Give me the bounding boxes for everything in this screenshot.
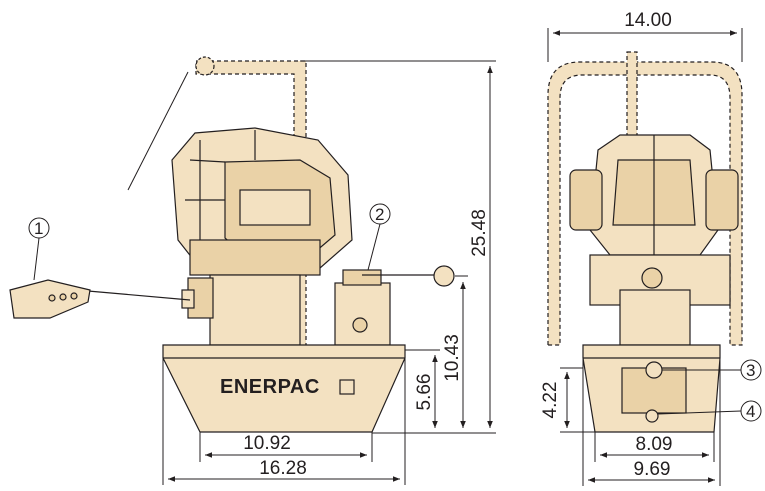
leader-line — [127, 71, 189, 191]
dim-front-frame-width: 14.00 — [624, 10, 672, 31]
callout-4: 4 — [657, 400, 762, 422]
dim-side-overall-height: 25.48 — [469, 209, 490, 257]
side-view: ENERPAC 1 2 — [9, 56, 496, 485]
svg-text:3: 3 — [746, 361, 755, 380]
callout-1: 1 — [28, 217, 50, 281]
dim-front-base-width: 8.09 — [636, 434, 673, 455]
dim-front-overall-width: 9.69 — [634, 459, 671, 480]
dim-front-reservoir-height: 4.22 — [540, 382, 561, 419]
brand-mark — [339, 379, 355, 395]
dim-side-valve-height: 10.43 — [442, 334, 463, 382]
svg-text:1: 1 — [34, 219, 43, 238]
valve-block — [334, 265, 455, 346]
svg-text:4: 4 — [746, 402, 755, 421]
callout-2: 2 — [367, 203, 391, 271]
front-view: 3 4 14.00 4.22 8.09 — [540, 10, 762, 486]
front-reservoir — [582, 344, 721, 433]
brand-label: ENERPAC — [220, 376, 320, 398]
svg-text:2: 2 — [375, 205, 384, 224]
dim-side-base-width: 10.92 — [243, 433, 291, 454]
side-dimensions — [162, 60, 496, 485]
dim-side-overall-width: 16.28 — [259, 458, 307, 479]
pump-column — [181, 274, 301, 346]
front-motor — [569, 134, 739, 346]
dim-side-reservoir-height: 5.66 — [414, 374, 435, 411]
front-dimensions — [547, 28, 743, 486]
pendant-remote — [9, 279, 191, 319]
callout-3: 3 — [662, 359, 762, 381]
motor — [171, 127, 353, 276]
